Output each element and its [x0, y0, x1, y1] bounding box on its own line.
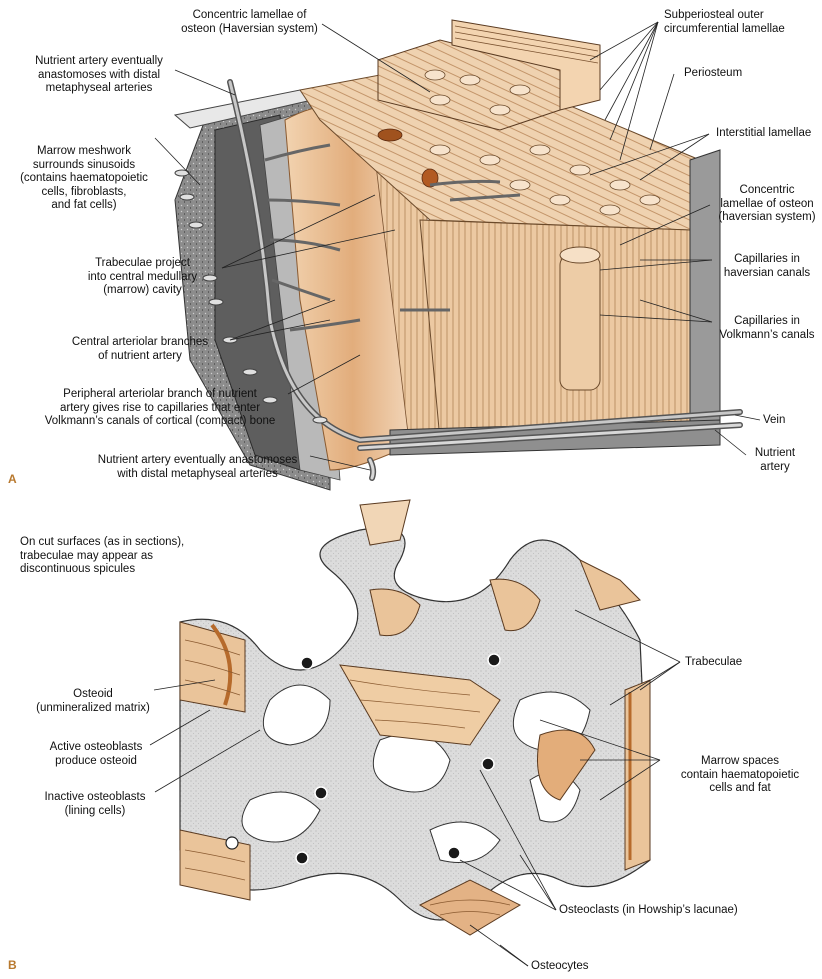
label-nutrient-artery-bottom: Nutrient artery eventually anastomoses w…	[80, 454, 315, 481]
panel-a-letter: A	[8, 472, 17, 486]
label-active-osteoblasts: Active osteoblasts produce osteoid	[36, 741, 156, 768]
label-inactive-osteoblasts: Inactive osteoblasts (lining cells)	[30, 791, 160, 818]
label-peripheral-arteriolar: Peripheral arteriolar branch of nutrient…	[30, 388, 290, 429]
label-osteocytes: Osteocytes	[531, 960, 651, 974]
label-periosteum: Periosteum	[684, 67, 804, 81]
compact-bone-front-face	[420, 220, 690, 440]
haversian-canal-spot	[378, 129, 402, 141]
label-vein: Vein	[763, 414, 813, 428]
label-marrow-spaces: Marrow spaces contain haematopoietic cel…	[660, 755, 820, 796]
label-cut-surfaces: On cut surfaces (as in sections), trabec…	[20, 536, 240, 577]
label-subperiosteal-lamellae: Subperiosteal outer circumferential lame…	[664, 9, 814, 36]
label-osteoclasts: Osteoclasts (in Howship’s lacunae)	[559, 904, 789, 918]
label-nutrient-artery-top: Nutrient artery eventually anastomoses w…	[24, 55, 174, 96]
label-capillaries-volkmann: Capillaries in Volkmann’s canals	[712, 315, 822, 342]
osteoclast-cell	[226, 837, 238, 849]
panel-b-illustration	[180, 500, 650, 935]
osteon-cylinder-top	[560, 247, 600, 263]
label-marrow-meshwork: Marrow meshwork surrounds sinusoids (con…	[14, 145, 154, 213]
label-concentric-lamellae-top: Concentric lamellae of osteon (Haversian…	[172, 9, 327, 36]
label-interstitial-lamellae: Interstitial lamellae	[716, 127, 822, 141]
label-nutrient-artery-right: Nutrient artery	[740, 447, 810, 474]
label-capillaries-haversian: Capillaries in haversian canals	[712, 253, 822, 280]
label-trabeculae-project: Trabeculae project into central medullar…	[60, 257, 225, 298]
label-concentric-lamellae-right: Concentric lamellae of osteon (haversian…	[712, 184, 822, 225]
label-osteoid: Osteoid (unmineralized matrix)	[28, 688, 158, 715]
panel-b-letter: B	[8, 958, 17, 972]
label-trabeculae: Trabeculae	[685, 656, 785, 670]
osteon-cylinder	[560, 255, 600, 390]
label-central-arteriolar: Central arteriolar branches of nutrient …	[50, 336, 230, 363]
